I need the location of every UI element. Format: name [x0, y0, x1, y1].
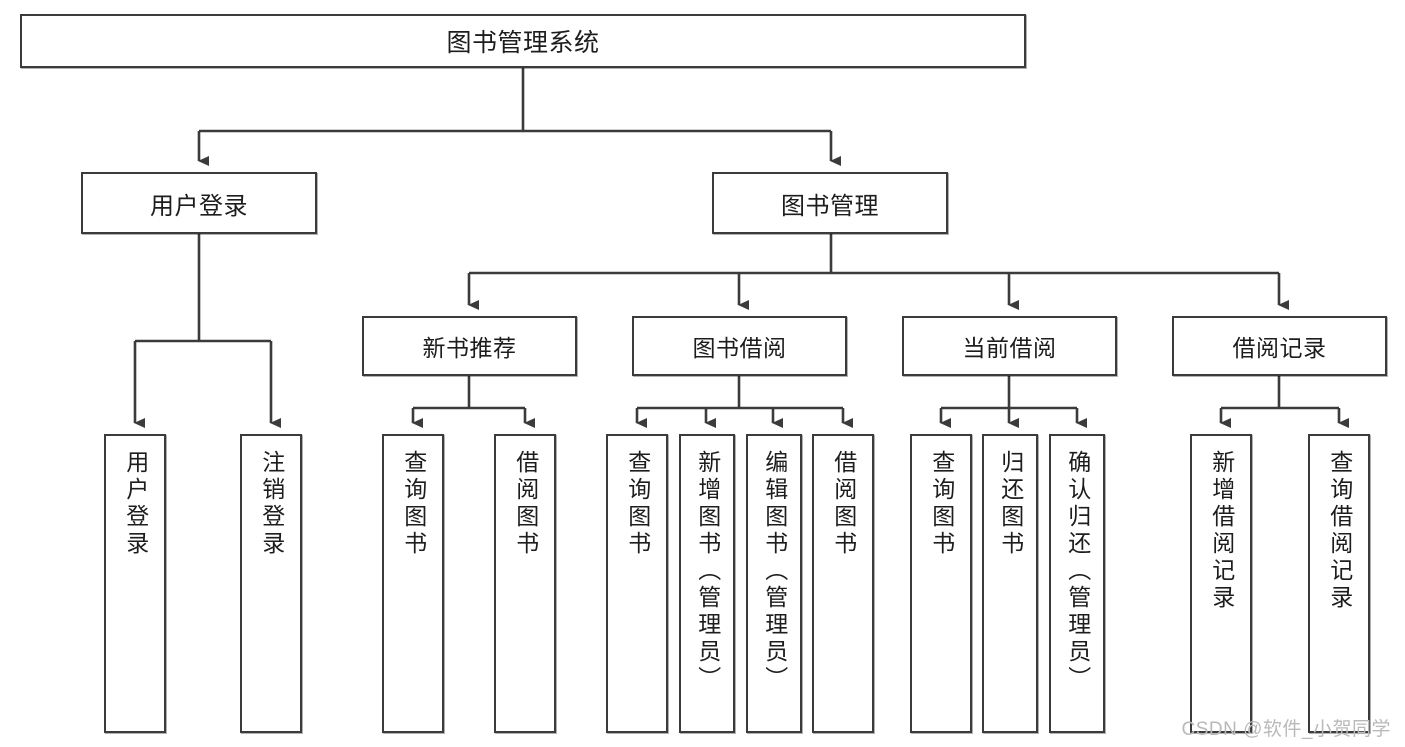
node-new-book-recommend-label: 新书推荐 [422, 335, 517, 361]
leaf-borrow-borrow-book-label: 借阅图书 [830, 450, 857, 558]
leaf-borrow-add-book-admin[interactable]: 新增图书（管理员） [679, 434, 735, 733]
leaf-record-add-record[interactable]: 新增借阅记录 [1190, 434, 1252, 733]
node-book-borrow[interactable]: 图书借阅 [632, 316, 847, 376]
leaf-borrow-query-book-label: 查询图书 [624, 450, 651, 558]
leaf-borrow-query-book[interactable]: 查询图书 [606, 434, 668, 733]
leaf-borrow-edit-book-admin[interactable]: 编辑图书（管理员） [746, 434, 802, 733]
leaf-user-login-logout-label: 注销登录 [258, 450, 285, 558]
leaf-borrow-add-book-admin-label: 新增图书（管理员） [694, 450, 721, 693]
leaf-borrow-borrow-book[interactable]: 借阅图书 [812, 434, 874, 733]
leaf-current-query-book-label: 查询图书 [928, 450, 955, 558]
node-book-management[interactable]: 图书管理 [712, 172, 948, 234]
node-root-book-management-system[interactable]: 图书管理系统 [20, 14, 1026, 68]
leaf-borrow-edit-book-admin-label: 编辑图书（管理员） [761, 450, 788, 693]
leaf-current-confirm-return-admin[interactable]: 确认归还（管理员） [1049, 434, 1105, 733]
leaf-record-add-record-label: 新增借阅记录 [1208, 450, 1235, 612]
leaf-recommend-borrow-book-label: 借阅图书 [512, 450, 539, 558]
leaf-recommend-query-book[interactable]: 查询图书 [382, 434, 444, 733]
leaf-current-query-book[interactable]: 查询图书 [910, 434, 972, 733]
leaf-current-return-book[interactable]: 归还图书 [982, 434, 1038, 733]
leaf-user-login-login[interactable]: 用户登录 [104, 434, 166, 733]
node-user-login-label: 用户登录 [150, 192, 248, 220]
node-new-book-recommend[interactable]: 新书推荐 [362, 316, 577, 376]
leaf-current-confirm-return-admin-label: 确认归还（管理员） [1064, 450, 1091, 693]
leaf-current-return-book-label: 归还图书 [997, 450, 1024, 558]
leaf-user-login-logout[interactable]: 注销登录 [240, 434, 302, 733]
leaf-record-query-record[interactable]: 查询借阅记录 [1308, 434, 1370, 733]
leaf-record-query-record-label: 查询借阅记录 [1326, 450, 1353, 612]
leaf-recommend-borrow-book[interactable]: 借阅图书 [494, 434, 556, 733]
node-borrow-record-label: 借阅记录 [1232, 335, 1327, 361]
node-book-management-label: 图书管理 [781, 192, 879, 220]
node-current-borrow-label: 当前借阅 [962, 335, 1057, 361]
node-root-label: 图书管理系统 [446, 29, 600, 57]
leaf-user-login-login-label: 用户登录 [122, 450, 149, 558]
node-book-borrow-label: 图书借阅 [692, 335, 787, 361]
watermark-text: CSDN @软件_小贺同学 [1181, 719, 1391, 740]
node-user-login[interactable]: 用户登录 [81, 172, 317, 234]
node-current-borrow[interactable]: 当前借阅 [902, 316, 1117, 376]
node-borrow-record[interactable]: 借阅记录 [1172, 316, 1387, 376]
leaf-recommend-query-book-label: 查询图书 [400, 450, 427, 558]
